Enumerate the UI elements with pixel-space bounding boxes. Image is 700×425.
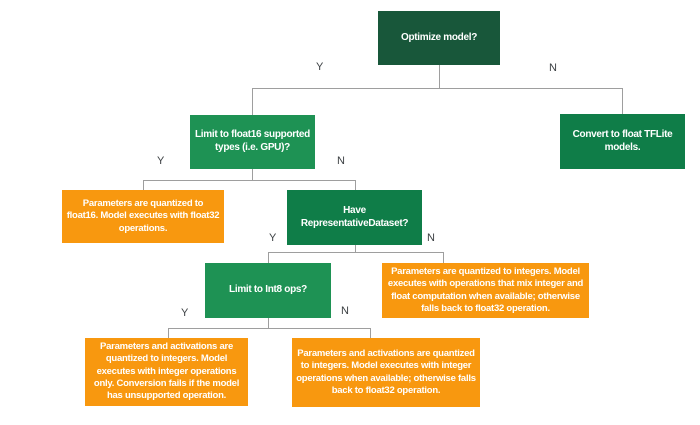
connector-line <box>268 252 269 263</box>
node-limit-int8-ops: Limit to Int8 ops? <box>205 263 331 318</box>
node-quantized-int-fallback: Parameters and activations are quantized… <box>292 338 480 407</box>
connector-line <box>168 328 371 329</box>
connector-line <box>143 180 144 190</box>
branch-label-yes-1: Y <box>316 61 324 73</box>
connector-line <box>439 65 440 89</box>
connector-line <box>143 180 356 181</box>
branch-label-no-2: N <box>337 155 345 167</box>
node-limit-float16: Limit to float16 supported types (i.e. G… <box>190 115 315 169</box>
branch-label-no-4: N <box>341 305 349 317</box>
node-have-representative-dataset: Have RepresentativeDataset? <box>287 190 422 245</box>
connector-line <box>252 169 253 180</box>
branch-label-yes-3: Y <box>269 232 277 244</box>
branch-label-no-1: N <box>549 62 557 74</box>
branch-label-no-3: N <box>427 232 435 244</box>
branch-label-yes-2: Y <box>157 155 165 167</box>
node-convert-float-tflite: Convert to float TFLite models. <box>560 114 685 169</box>
connector-line <box>355 245 356 252</box>
connector-line <box>268 252 444 253</box>
connector-line <box>268 318 269 328</box>
connector-line <box>355 180 356 190</box>
node-quantized-mixed: Parameters are quantized to integers. Mo… <box>382 263 589 319</box>
connector-line <box>168 328 169 338</box>
node-quantized-int-only: Parameters and activations are quantized… <box>85 338 248 406</box>
connector-line <box>252 88 253 115</box>
node-optimize-model: Optimize model? <box>378 11 500 65</box>
branch-label-yes-4: Y <box>181 307 189 319</box>
connector-line <box>443 252 444 263</box>
connector-line <box>622 88 623 114</box>
connector-line <box>252 88 623 89</box>
node-quantized-float16: Parameters are quantized to float16. Mod… <box>62 190 224 243</box>
connector-line <box>370 328 371 338</box>
